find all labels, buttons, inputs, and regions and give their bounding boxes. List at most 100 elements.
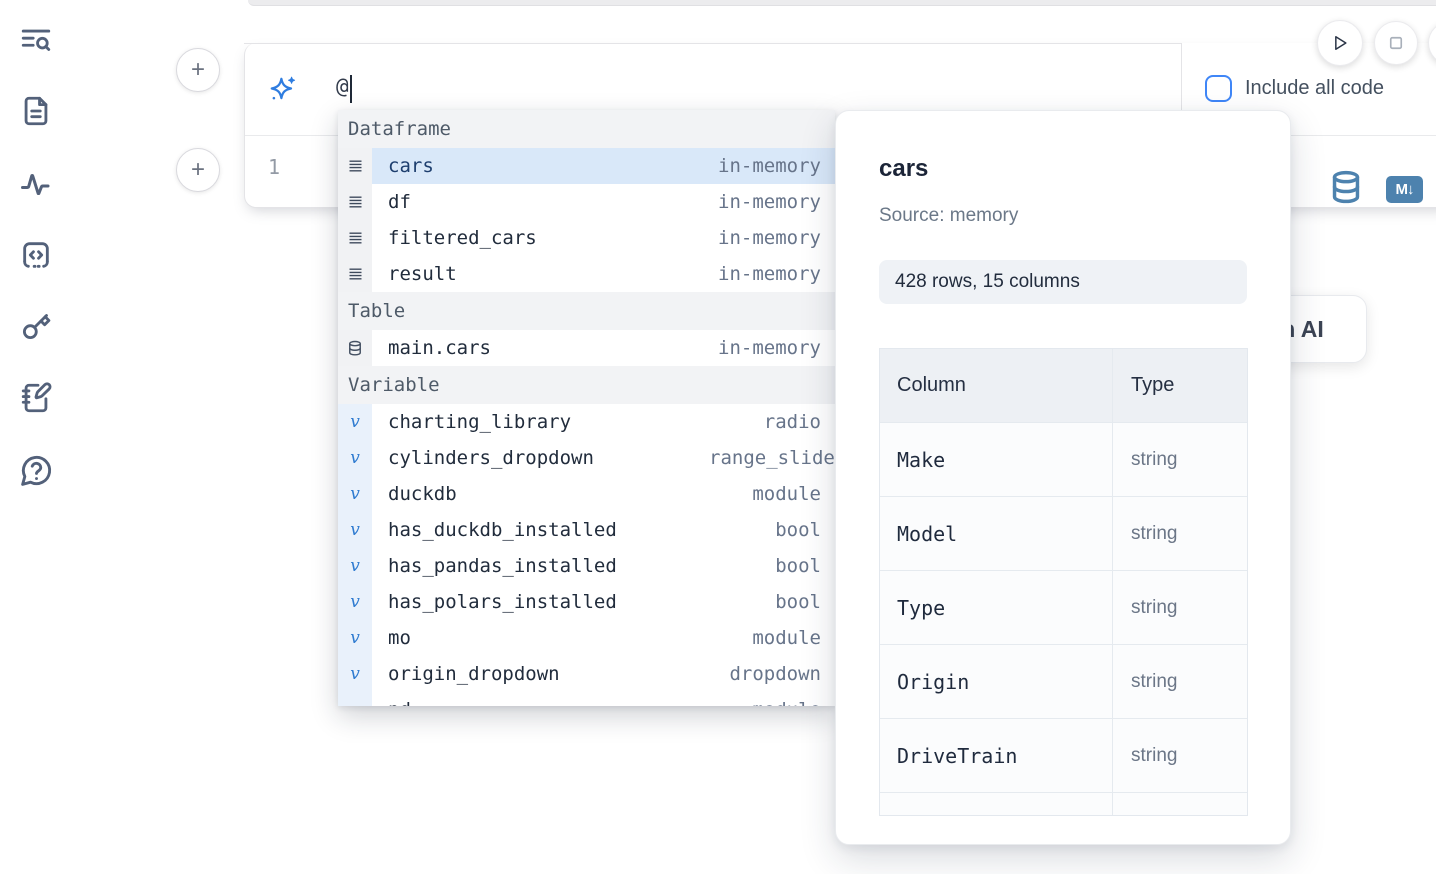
completion-name: cars <box>388 155 434 177</box>
scratchpad-icon[interactable] <box>17 379 55 417</box>
column-type: string <box>1131 670 1178 692</box>
completion-name: mo <box>388 627 411 649</box>
schema-row: DriveTrain string <box>880 719 1247 793</box>
completion-type: bool <box>775 555 821 577</box>
completion-name: charting_library <box>388 411 572 433</box>
column-name: Model <box>897 521 958 546</box>
variable-kind-icon: v <box>338 476 372 512</box>
completion-type: bool <box>775 591 821 613</box>
completion-item-filtered_cars[interactable]: filtered_cars in-memory <box>338 220 835 256</box>
sidebar <box>0 0 72 874</box>
shape-badge: 428 rows, 15 columns <box>879 260 1247 304</box>
panel-title: cars <box>879 155 929 182</box>
variable-kind-icon: v <box>338 440 372 476</box>
cell-top-border <box>244 43 1181 44</box>
dropdown-section-table: Table <box>338 292 835 330</box>
completion-item-df[interactable]: df in-memory <box>338 184 835 220</box>
completion-type: range_slider <box>709 447 835 469</box>
dataframe-detail-panel: cars Source: memory 428 rows, 15 columns… <box>835 110 1291 845</box>
completion-type: in-memory <box>718 227 821 249</box>
column-name: Origin <box>897 669 970 694</box>
dropdown-section-variable: Variable <box>338 366 835 404</box>
completion-type: module <box>752 699 821 706</box>
help-chat-icon[interactable] <box>17 451 55 489</box>
header-type: Type <box>1131 374 1175 396</box>
header-column: Column <box>880 349 1113 422</box>
sparkles-icon <box>268 74 298 104</box>
variable-kind-icon: v <box>338 620 372 656</box>
dataframe-kind-icon <box>338 256 372 292</box>
schema-table-header: Column Type <box>880 349 1247 423</box>
ai-prompt-input[interactable]: @ <box>336 74 349 98</box>
completion-type: dropdown <box>729 663 821 685</box>
markdown-icon[interactable]: M↓ <box>1386 176 1423 203</box>
run-cell-button[interactable] <box>1317 20 1363 66</box>
completion-name: cylinders_dropdown <box>388 447 594 469</box>
panel-source: Source: memory <box>879 205 1019 226</box>
ai-row-divider <box>1181 43 1182 135</box>
completion-item-charting_library[interactable]: v charting_library radio <box>338 404 835 440</box>
dropdown-section-dataframe: Dataframe <box>338 110 835 148</box>
completion-type: in-memory <box>718 155 821 177</box>
variable-kind-icon: v <box>338 404 372 440</box>
file-text-icon[interactable] <box>17 92 55 130</box>
dataframe-kind-icon <box>338 220 372 256</box>
database-icon[interactable] <box>1330 169 1362 210</box>
stop-icon <box>1389 36 1403 50</box>
completion-name: df <box>388 191 411 213</box>
stop-button[interactable] <box>1374 21 1418 65</box>
completion-name: pd <box>388 699 411 706</box>
completion-type: module <box>752 483 821 505</box>
include-all-code-label: Include all code <box>1245 77 1384 99</box>
completion-item-cylinders_dropdown[interactable]: v cylinders_dropdown range_slider <box>338 440 835 476</box>
schema-row: Model string <box>880 497 1247 571</box>
toc-search-icon[interactable] <box>17 22 55 60</box>
snippets-code-icon[interactable] <box>17 236 55 274</box>
previous-cell-bottom-edge <box>248 0 1436 6</box>
activity-icon[interactable] <box>17 164 55 202</box>
completion-type: bool <box>775 519 821 541</box>
completion-type: radio <box>763 411 821 433</box>
dataframe-kind-icon <box>338 184 372 220</box>
schema-row: Make string <box>880 423 1247 497</box>
completion-type: in-memory <box>718 191 821 213</box>
column-name: DriveTrain <box>897 743 1018 768</box>
completion-type: in-memory <box>718 263 821 285</box>
table-kind-icon <box>338 330 372 366</box>
include-all-code-option: Include all code <box>1205 75 1384 102</box>
variable-kind-icon: v <box>338 692 372 706</box>
cell-language-buttons: M↓ <box>1330 169 1423 210</box>
completion-name: has_polars_installed <box>388 591 617 613</box>
add-cell-above-button[interactable]: + <box>176 48 220 92</box>
completion-item-pd[interactable]: v pd module <box>338 692 835 706</box>
completion-item-has_polars_installed[interactable]: v has_polars_installed bool <box>338 584 835 620</box>
column-name: Type <box>897 595 946 620</box>
column-type: string <box>1131 744 1178 766</box>
play-icon <box>1335 36 1347 50</box>
completion-name: origin_dropdown <box>388 663 560 685</box>
secrets-key-icon[interactable] <box>17 307 55 345</box>
column-type: string <box>1131 522 1178 544</box>
completion-name: duckdb <box>388 483 457 505</box>
text-cursor <box>350 75 352 103</box>
add-cell-below-button[interactable]: + <box>176 148 220 192</box>
include-all-code-checkbox[interactable] <box>1205 75 1232 102</box>
column-type: string <box>1131 448 1178 470</box>
variable-kind-icon: v <box>338 584 372 620</box>
completion-type: module <box>752 627 821 649</box>
completion-name: has_duckdb_installed <box>388 519 617 541</box>
completion-item-cars[interactable]: cars in-memory <box>338 148 835 184</box>
completion-name: filtered_cars <box>388 227 537 249</box>
column-name: Make <box>897 447 946 472</box>
dataframe-kind-icon <box>338 148 372 184</box>
schema-row: Origin string <box>880 645 1247 719</box>
